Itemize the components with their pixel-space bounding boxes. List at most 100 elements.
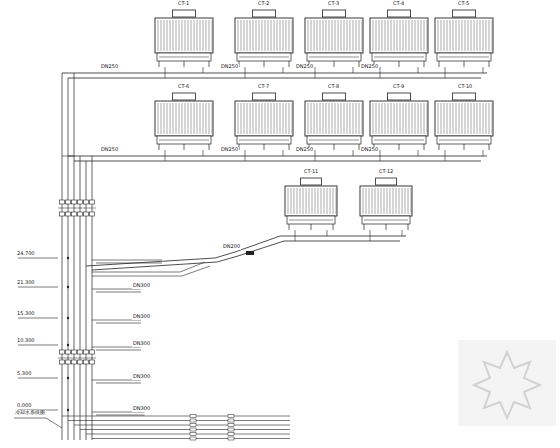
valve-symbol: [228, 428, 234, 431]
pipe-line: [96, 383, 141, 384]
pipe-size: DN300: [132, 406, 151, 412]
valve-symbol: [246, 251, 254, 255]
pipe-line: [96, 323, 141, 324]
valve-symbol: [84, 350, 89, 354]
valve-symbol: [228, 415, 234, 418]
pipe-line: [62, 156, 74, 157]
pipe-line: [445, 150, 446, 161]
junction-dot: [67, 257, 69, 259]
cooling-tower: [285, 178, 337, 230]
valve-symbol: [90, 212, 95, 216]
pipe-line: [62, 73, 63, 440]
junction-dot: [67, 286, 69, 288]
pipe-line: [483, 150, 484, 156]
valve-symbol: [72, 200, 77, 204]
pipe-line: [96, 263, 162, 264]
junction-dot: [67, 409, 69, 411]
cooling-tower: [435, 93, 493, 150]
pipe-line: [68, 156, 487, 157]
cooling-tower: [370, 93, 428, 150]
valve-symbol: [66, 200, 71, 204]
pipe-line: [92, 380, 141, 381]
valve-symbol: [78, 200, 83, 204]
cooling-tower: [155, 10, 213, 67]
valve-symbol: [60, 360, 65, 364]
valve-symbol: [60, 200, 65, 204]
valve-symbol: [72, 350, 77, 354]
pipes-and-towers: [14, 10, 493, 440]
pipe-line: [92, 438, 290, 439]
valve-symbol: [190, 433, 196, 436]
pipe-line: [483, 67, 484, 73]
pipe-line: [58, 208, 96, 209]
pipe-size: DN300: [132, 314, 151, 320]
elevation-label: 0.000: [16, 403, 32, 409]
pipe-line: [402, 230, 403, 236]
pipe-line: [18, 287, 58, 288]
pipe-line: [68, 78, 69, 440]
pipe-size: DN250: [220, 147, 239, 153]
pipe-line: [353, 67, 354, 73]
tower-tag: CT-2: [257, 1, 270, 7]
pipe-size: DN250: [220, 64, 239, 70]
pipe-line: [315, 67, 316, 78]
valve-symbol: [190, 419, 196, 422]
valve-symbol: [72, 360, 77, 364]
pipe-line: [18, 345, 58, 346]
pipe-line: [18, 318, 58, 319]
cooling-tower: [235, 93, 293, 150]
pipe-size: DN250: [295, 64, 314, 70]
pipe-line: [18, 258, 58, 259]
pipe-line: [245, 67, 246, 78]
valve-symbol: [190, 437, 196, 440]
pipe-line: [74, 73, 75, 440]
pipe-line: [74, 161, 481, 162]
pipe-line: [80, 156, 81, 440]
cooling-tower: [360, 178, 412, 230]
junction-dot: [67, 317, 69, 319]
pipe-line: [370, 230, 371, 241]
tower-tag: CT-6: [177, 84, 190, 90]
tower-tag: CT-8: [327, 84, 340, 90]
elevation-label: 5.300: [16, 371, 32, 377]
valve-symbol: [90, 360, 95, 364]
pipe-line: [92, 347, 141, 348]
valve-symbol: [78, 212, 83, 216]
junction-dot: [67, 377, 69, 379]
valve-symbol: [72, 212, 77, 216]
pipe-size: DN250: [360, 64, 379, 70]
pipe-line: [380, 150, 381, 161]
valve-symbol: [228, 424, 234, 427]
pipe-line: [380, 67, 381, 78]
drawing-title: DN200: [222, 244, 241, 250]
pipe-line: [92, 156, 93, 440]
tower-tag: CT-9: [392, 84, 405, 90]
cooling-tower: [305, 10, 363, 67]
pipe-line: [315, 150, 316, 161]
pipe-size: DN300: [132, 374, 151, 380]
elevation-label: 10.300: [16, 338, 36, 344]
pipe-line: [203, 67, 204, 73]
pipe-line: [165, 67, 166, 78]
cooling-tower: [235, 10, 293, 67]
valve-symbol: [78, 360, 83, 364]
valve-symbol: [66, 360, 71, 364]
pipe-line: [68, 420, 290, 421]
valve-symbol: [84, 360, 89, 364]
tower-tag: CT-11: [303, 169, 319, 175]
pipe-size: DN250: [295, 147, 314, 153]
cooling-tower: [155, 93, 213, 150]
pipe-line: [295, 230, 296, 241]
pipe-size: DN250: [100, 64, 119, 70]
elevation-label: 24.700: [16, 251, 36, 257]
tower-tag: CT-5: [457, 1, 470, 7]
tower-tag: CT-12: [378, 169, 394, 175]
pipe-line: [62, 416, 290, 417]
pipe-line: [418, 67, 419, 73]
pipe-size: DN250: [360, 147, 379, 153]
valve-symbol: [84, 200, 89, 204]
pipe-size: DN300: [132, 341, 151, 347]
pipe-line: [327, 230, 328, 236]
valve-symbol: [60, 350, 65, 354]
valve-symbol: [190, 424, 196, 427]
